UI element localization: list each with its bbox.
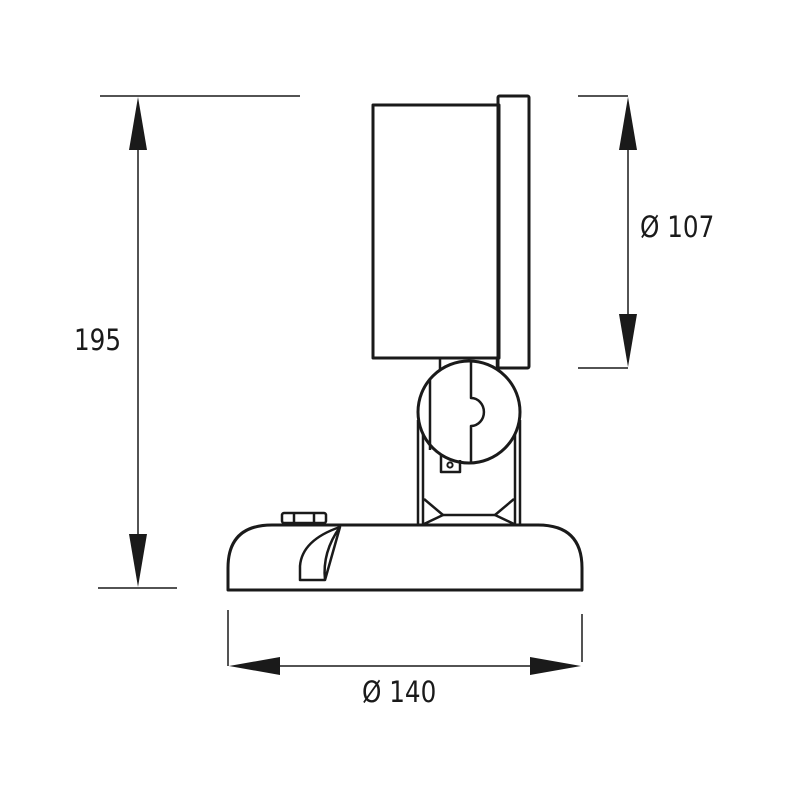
dimension-base-diameter xyxy=(227,610,583,675)
dimension-head-diameter xyxy=(578,95,637,369)
dimension-label-height: 195 xyxy=(74,323,122,357)
cable-entry xyxy=(298,525,342,582)
cable-gland-nut xyxy=(280,511,328,525)
pivot-hinge xyxy=(416,359,522,474)
stem-bracket xyxy=(416,420,522,526)
arrow-up-icon xyxy=(129,97,147,150)
dimension-label-head-diameter: Ø 107 xyxy=(640,210,715,244)
arrow-left-icon xyxy=(229,657,280,675)
front-bezel xyxy=(496,94,531,370)
base-canopy xyxy=(226,523,584,592)
arrow-down-icon xyxy=(619,314,637,367)
locking-tab xyxy=(439,455,462,474)
arrow-up-icon xyxy=(619,97,637,150)
arrow-right-icon xyxy=(530,657,581,675)
locking-screw xyxy=(446,461,454,469)
dimension-label-base-diameter: Ø 140 xyxy=(362,675,437,709)
lamp-head-body xyxy=(371,103,501,360)
dimension-height xyxy=(98,95,300,589)
luminaire xyxy=(226,94,584,592)
arrow-down-icon xyxy=(129,534,147,587)
